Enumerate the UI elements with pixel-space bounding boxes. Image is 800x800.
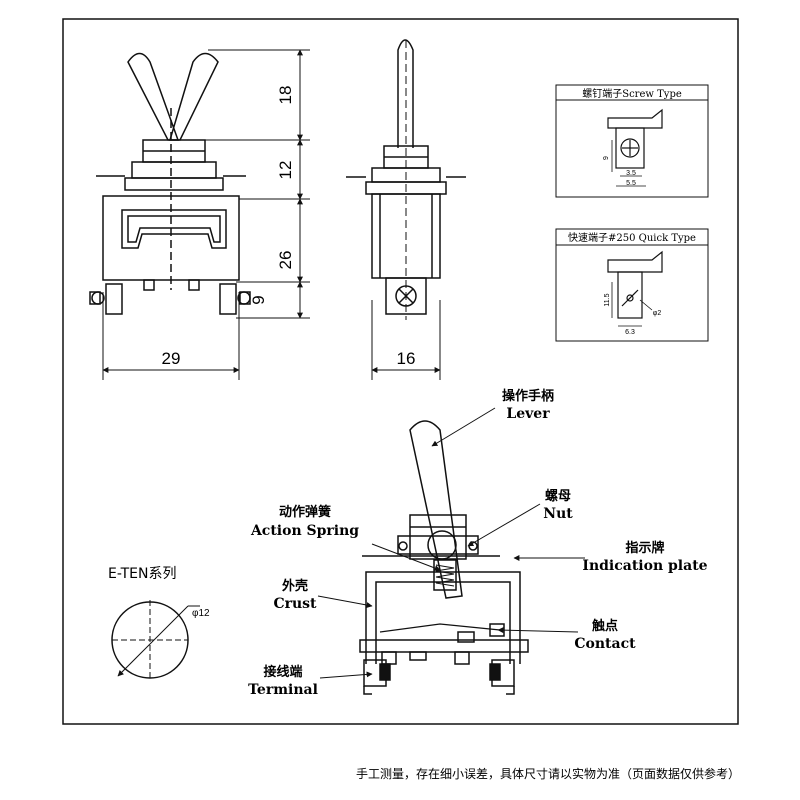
label-contact-en: Contact [574,636,636,652]
label-lever-cn: 操作手柄 [502,388,554,404]
screw-type-panel: 螺钉端子Screw Type 9 3.5 5.5 [555,84,709,198]
label-nut-en: Nut [543,506,573,522]
series-name: E-TEN系列 [108,566,176,582]
screw-dim-b: 5.5 [626,180,636,187]
quick-dim-hole: φ2 [653,310,662,317]
cross-section [359,420,529,695]
quick-type-title: 快速端子#250 Quick Type [568,231,696,244]
dim-height-lever: 18 [276,86,295,105]
dim-width-front: 29 [162,349,181,368]
quick-dim-width: 6.3 [625,329,635,336]
label-indication-cn: 指示牌 [625,540,664,556]
quick-type-panel: 快速端子#250 Quick Type 11.5 6.3 φ2 [555,228,709,342]
dim-width-side: 16 [397,349,416,368]
screw-type-title: 螺钉端子Screw Type [582,87,682,100]
label-indication-en: Indication plate [582,558,707,574]
label-spring-en: Action Spring [250,523,359,539]
side-view [346,39,466,380]
label-contact-cn: 触点 [591,618,618,634]
leader-lines [317,407,585,679]
screw-dim-height: 9 [603,156,610,160]
drawing-border [62,18,739,725]
label-terminal-en: Terminal [248,682,318,698]
series-diameter: φ12 [192,608,210,619]
dim-height-terminal: 9 [249,295,268,304]
quick-dim-height: 11.5 [604,293,611,306]
screw-dim-a: 3.5 [626,170,636,177]
label-spring-cn: 动作弹簧 [279,504,331,520]
label-crust-cn: 外壳 [281,578,308,594]
label-nut-cn: 螺母 [545,488,571,504]
label-terminal-cn: 接线端 [263,664,302,680]
footnote: 手工测量，存在细小误差，具体尺寸请以实物为准（页面数据仅供参考） [356,766,740,781]
label-crust-en: Crust [273,596,317,612]
label-lever-en: Lever [506,406,550,422]
dim-height-body: 26 [276,251,295,270]
series-circle [111,600,200,680]
dim-height-bushing: 12 [276,161,295,180]
